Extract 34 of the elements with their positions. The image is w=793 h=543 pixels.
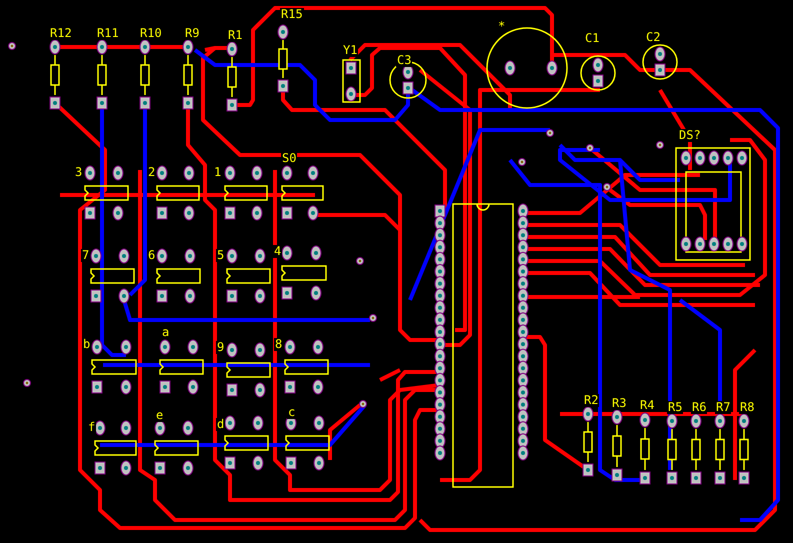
designator-label: R4 bbox=[639, 399, 656, 412]
designator-label: 6 bbox=[147, 249, 156, 262]
designator-label: 2 bbox=[147, 166, 156, 179]
designator-label: 5 bbox=[216, 249, 226, 262]
designator-label: R8 bbox=[739, 401, 756, 414]
designator-label: a bbox=[161, 326, 170, 339]
designator-label: R11 bbox=[96, 27, 120, 40]
designator-label: 3 bbox=[74, 166, 84, 179]
designator-label: 9 bbox=[216, 341, 226, 354]
designator-label: R6 bbox=[691, 401, 708, 414]
designator-label: f bbox=[87, 421, 96, 434]
designator-label: R10 bbox=[139, 27, 163, 40]
designator-label: R3 bbox=[611, 397, 628, 410]
designator-label: C2 bbox=[645, 31, 662, 44]
designator-label: R15 bbox=[280, 8, 304, 21]
designator-label: R12 bbox=[49, 27, 73, 40]
designator-label: C3 bbox=[396, 54, 412, 67]
designator-label: c bbox=[287, 406, 296, 419]
designator-label: 1 bbox=[213, 166, 222, 179]
designator-label: C1 bbox=[584, 32, 600, 45]
designator-label: 4 bbox=[273, 245, 282, 258]
designator-label: R5 bbox=[667, 401, 684, 414]
designator-label: 8 bbox=[274, 338, 284, 351]
designator-label: DS? bbox=[678, 129, 702, 142]
designator-label: e bbox=[155, 409, 164, 422]
designator-label: S0 bbox=[281, 152, 298, 165]
designator-label: R9 bbox=[184, 27, 200, 40]
designator-label: R2 bbox=[583, 394, 600, 407]
designator-label: Y1 bbox=[342, 44, 358, 57]
designator-label: R7 bbox=[715, 401, 732, 414]
designator-label: d bbox=[216, 418, 226, 431]
designator-label: R1 bbox=[227, 29, 244, 42]
designator-label: b bbox=[82, 338, 92, 351]
designator-label: 7 bbox=[81, 249, 90, 262]
